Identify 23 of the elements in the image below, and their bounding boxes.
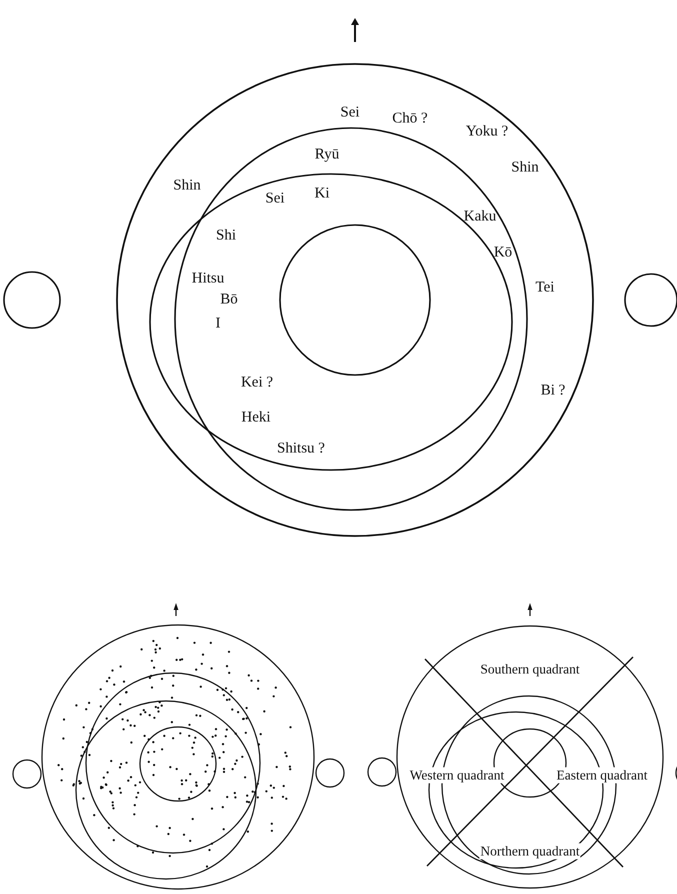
constellation-label: I [216, 316, 220, 332]
quadrant-label: Western quadrant [408, 767, 506, 783]
constellation-label: Kei ? [240, 376, 274, 390]
constellation-label: Hitsu [192, 272, 224, 286]
constellation-label: Ryū [314, 148, 340, 162]
constellation-label: Kaku [464, 210, 496, 224]
constellation-label: Yoku ? [466, 124, 508, 140]
constellation-label: Shin [173, 178, 201, 194]
constellation-label: Tei [536, 280, 554, 296]
constellation-label: Ki [314, 186, 330, 202]
quadrant-label: Eastern quadrant [555, 767, 649, 783]
constellation-label: Shitsu ? [277, 442, 325, 456]
constellation-label: Chō ? [392, 112, 428, 126]
constellation-label: Bi ? [540, 384, 566, 398]
constellation-label: Sei [340, 106, 360, 120]
constellation-label: Sei [265, 192, 285, 206]
constellation-label: Kō [494, 246, 512, 260]
quadrant-label: Southern quadrant [479, 661, 581, 677]
constellation-label: Bō [220, 292, 238, 308]
constellation-label: Shi [216, 228, 236, 244]
constellation-label: Heki [241, 410, 271, 426]
constellation-label: Shin [511, 160, 539, 176]
quadrant-label: Northern quadrant [479, 843, 581, 859]
